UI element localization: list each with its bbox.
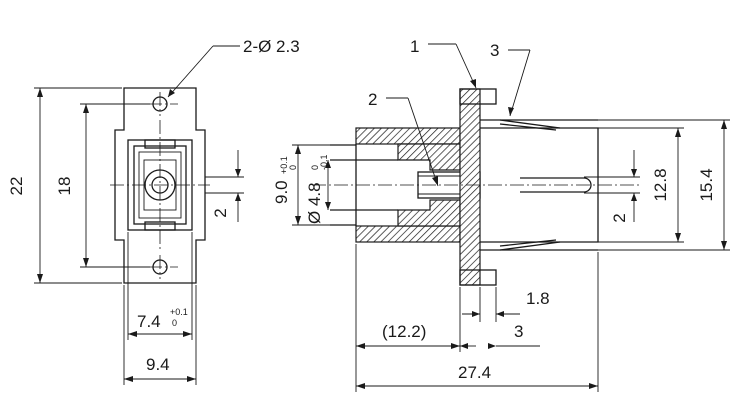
side-flange [459,88,481,286]
dim-sleeve-dia: Ø 4.8 [305,182,324,224]
front-view: 2-Ø 2.3 22 18 2 7.4 +0.1 0 [7,37,300,385]
dim-side-key-width: 2 [610,213,629,222]
clip-spring-top [499,119,561,131]
clip-spring-bottom [499,239,561,251]
dim-front-length: (12.2) [382,322,426,341]
svg-text:+0.1: +0.1 [279,156,289,174]
front-flange-outline [114,87,206,284]
dim-body-width: 9.4 [146,355,170,374]
side-view: 1 3 2 9.0 +0.1 0 Ø 4.8 0 -0.1 2 [272,37,730,392]
front-housing-section-bottom [355,225,461,243]
dim-height-total: 22 [7,177,26,196]
callout-3: 3 [490,41,499,60]
dim-hole-spacing: 18 [55,177,74,196]
svg-text:-0.1: -0.1 [319,154,329,170]
dim-width-inner: 12.8 [651,168,670,201]
front-housing-section-top [355,127,461,145]
dim-flange-thickness: 1.8 [526,289,550,308]
callout-1: 1 [410,37,419,56]
callout-2: 2 [368,90,377,109]
dim-width-outer: 15.4 [697,168,716,201]
dim-front-key-width: 2 [211,208,230,217]
dim-total-length: 27.4 [458,363,491,382]
svg-text:0: 0 [172,318,177,328]
dim-opening-width: 7.4 [137,312,161,331]
svg-text:0: 0 [288,165,298,170]
dim-outer-dia: 9.0 [272,180,291,204]
dim-flange-offset: 3 [514,322,523,341]
hole-callout: 2-Ø 2.3 [243,37,300,56]
svg-text:+0.1: +0.1 [170,307,188,317]
svg-text:0: 0 [310,165,320,170]
